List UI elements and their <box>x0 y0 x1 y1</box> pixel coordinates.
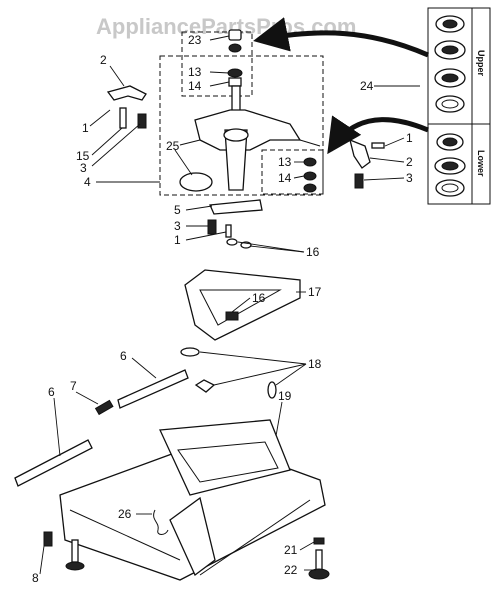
callout-3-right: 3 <box>406 171 413 185</box>
leg-8 <box>43 531 85 571</box>
callout-22: 22 <box>284 563 298 577</box>
base-plate-17 <box>184 269 301 341</box>
pads-18 <box>180 347 277 399</box>
callout-26: 26 <box>118 507 132 521</box>
assembly-box <box>159 55 324 196</box>
arrow-to-upper <box>253 17 429 58</box>
callout-23: 23 <box>188 33 202 47</box>
transmission-assembly <box>179 85 321 191</box>
callout-16-mid: 16 <box>252 291 266 305</box>
callout-1-right: 1 <box>406 131 413 145</box>
upper-label: Upper <box>476 50 486 77</box>
callout-14-right: 14 <box>278 171 292 185</box>
spring-group <box>207 199 263 238</box>
callout-21: 21 <box>284 543 298 557</box>
callout-6-left: 6 <box>48 385 55 399</box>
pads-16 <box>226 238 252 249</box>
callout-7: 7 <box>70 379 77 393</box>
callout-14-top: 14 <box>188 79 202 93</box>
callout-1-mid: 1 <box>174 233 181 247</box>
callout-13-right: 13 <box>278 155 292 169</box>
callout-3-mid: 3 <box>174 219 181 233</box>
callout-18: 18 <box>308 357 322 371</box>
leg-22 <box>308 537 330 580</box>
callout-17: 17 <box>308 285 322 299</box>
callout-25: 25 <box>166 139 180 153</box>
clip-right <box>349 138 385 189</box>
callout-19: 19 <box>278 389 292 403</box>
callout-2-left: 2 <box>100 53 107 67</box>
arrow-to-lower <box>327 115 429 155</box>
bearing-kit-panel: Upper Lower <box>427 7 491 205</box>
rail-6-top <box>117 369 189 409</box>
nut-group-box-right <box>261 149 324 195</box>
nut-group-box <box>181 31 253 97</box>
callout-15: 15 <box>76 149 90 163</box>
clip-left <box>106 85 147 129</box>
callout-24: 24 <box>360 79 374 93</box>
lower-label: Lower <box>476 150 486 177</box>
callout-13-top: 13 <box>188 65 202 79</box>
right-nut-stack <box>303 157 317 193</box>
part-7 <box>94 399 114 416</box>
clip-26 <box>153 509 169 535</box>
callout-5: 5 <box>174 203 181 217</box>
top-nut-stack <box>227 29 243 87</box>
callout-3-left: 3 <box>80 161 87 175</box>
snubber-ring <box>179 172 213 192</box>
frame-19 <box>59 419 326 581</box>
callout-16-top: 16 <box>306 245 320 259</box>
callout-4: 4 <box>84 175 91 189</box>
callout-2-right: 2 <box>406 155 413 169</box>
callout-8: 8 <box>32 571 39 585</box>
callout-1-left: 1 <box>82 121 89 135</box>
leader-lines <box>39 35 420 575</box>
callout-6-top: 6 <box>120 349 127 363</box>
rail-6-left <box>14 439 93 487</box>
callout-labels: 23 13 14 2 24 1 15 3 4 25 13 14 1 2 3 5 … <box>32 33 413 585</box>
